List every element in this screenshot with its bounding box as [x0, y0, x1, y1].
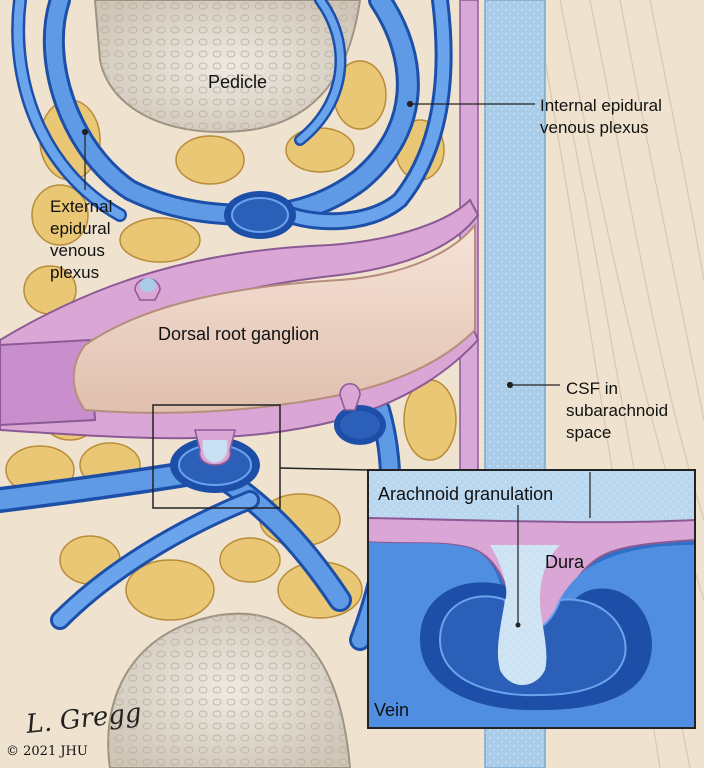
label-internal-plexus-line2: venous plexus: [540, 118, 649, 137]
label-csf-line1: CSF in: [566, 379, 618, 398]
small-granulations: [134, 278, 386, 445]
label-csf-line3: space: [566, 423, 612, 442]
label-external-line4: plexus: [50, 263, 100, 282]
label-external-line3: venous: [50, 241, 105, 260]
pedicle-bone: [93, 0, 362, 133]
label-dorsal-root-ganglion: Dorsal root ganglion: [158, 324, 320, 344]
inset-panel: [367, 469, 696, 729]
granulation-small-box: [170, 429, 260, 493]
focus-box: [152, 404, 281, 509]
focus-connector: [279, 467, 369, 471]
copyright-notice: © 2021 JHU: [6, 744, 88, 759]
dorsal-root-ganglion: [72, 222, 476, 414]
label-external-line1: External: [50, 197, 113, 216]
vein-cross-section-top: [224, 191, 296, 239]
label-internal-plexus-line1: Internal epidural: [540, 96, 662, 115]
external-venous-plexus: [11, 0, 271, 226]
label-dura: Dura: [545, 552, 585, 572]
label-vein: Vein: [374, 700, 410, 720]
label-pedicle: Pedicle: [208, 72, 268, 92]
nerve-root: [0, 338, 97, 427]
label-arachnoid-granulation: Arachnoid granulation: [378, 484, 554, 504]
vertebral-body: [107, 612, 352, 768]
label-external-line2: epidural: [50, 219, 111, 238]
leader-lines: [81, 100, 560, 389]
label-csf-line2: subarachnoid: [566, 401, 669, 420]
